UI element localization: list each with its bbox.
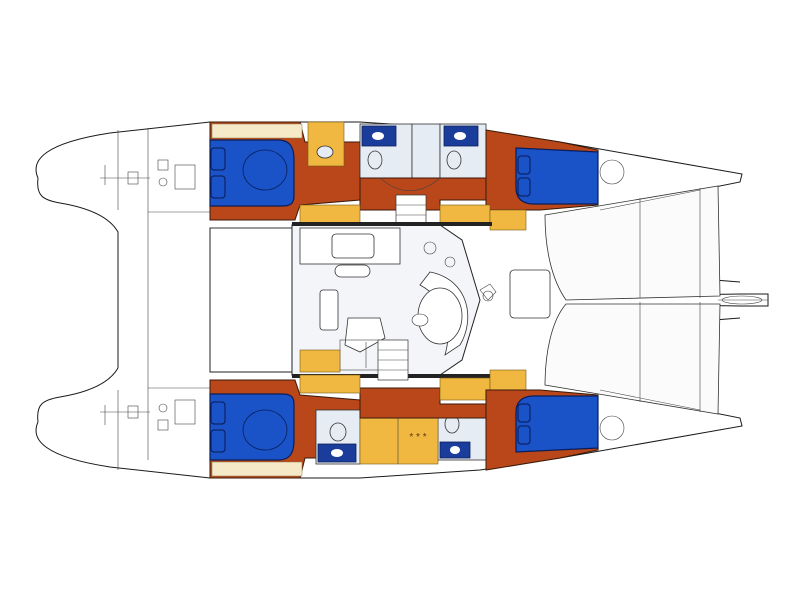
- port-trampoline: [544, 185, 721, 301]
- nav-station: [339, 317, 386, 371]
- port-aft-wardrobe: [307, 121, 345, 167]
- starboard-hull-interior: * * *: [209, 339, 625, 479]
- starboard-trampoline: [544, 303, 721, 415]
- saloon: [291, 222, 492, 378]
- starboard-aft-berth: [209, 393, 295, 461]
- foredeck: [479, 185, 721, 415]
- starboard-stern: [37, 367, 119, 423]
- port-fwd-berth: [515, 147, 599, 205]
- port-stern: [37, 177, 119, 368]
- storage-label: * * *: [409, 432, 426, 443]
- stern-fittings: [100, 159, 196, 431]
- port-heads: [359, 123, 487, 179]
- starboard-fwd-berth: [515, 395, 599, 453]
- starboard-heads: [315, 403, 489, 465]
- starboard-companionway: [377, 339, 409, 381]
- port-hull-interior: [209, 121, 625, 236]
- starboard-storage: * * *: [359, 409, 439, 465]
- lounge-seating: [411, 271, 469, 356]
- port-aft-berth: [209, 139, 295, 207]
- galley: [299, 227, 456, 278]
- cockpit: [209, 227, 301, 373]
